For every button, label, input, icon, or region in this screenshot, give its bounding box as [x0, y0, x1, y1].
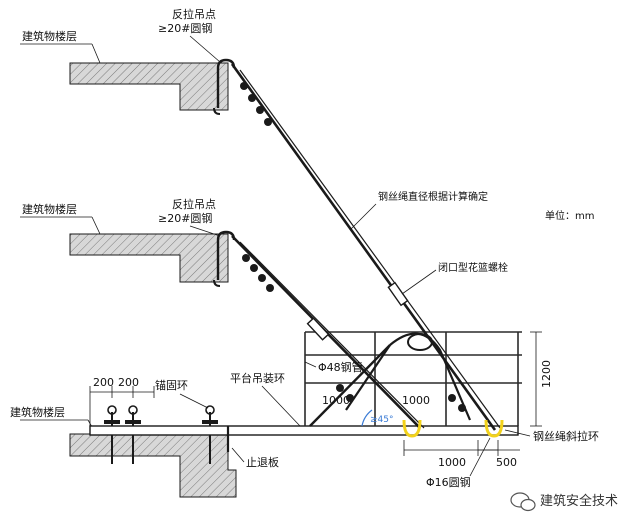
- angle-marker: [361, 409, 373, 427]
- label-wire-rope-diameter: 钢丝绳直径根据计算确定: [378, 190, 488, 203]
- dimension-1200: [530, 331, 542, 427]
- label-stop-plate: 止退板: [246, 455, 279, 469]
- anchor-bolts: [104, 405, 218, 464]
- label-anchor-steel-2: ≥20#圆钢: [158, 212, 212, 225]
- watermark-text: 建筑安全技术: [540, 493, 618, 509]
- platform-railing: [304, 331, 522, 426]
- label-angle: ≥45°: [370, 415, 394, 425]
- label-building-floor-3: 建筑物楼层: [10, 405, 65, 419]
- label-round-steel: Φ16圆钢: [426, 476, 471, 489]
- label-anchor-point-1: 反拉吊点: [172, 7, 216, 21]
- label-wire-pull-ring: 钢丝绳斜拉环: [533, 429, 599, 443]
- label-anchor-steel-1: ≥20#圆钢: [158, 22, 212, 35]
- platform-lifting-ring: [345, 332, 472, 421]
- label-dim-200a: 200: [93, 376, 114, 389]
- floor-slab-middle: [20, 216, 229, 283]
- label-dim-1000-b: 1000: [402, 394, 430, 407]
- label-dim-1000-bottom: 1000: [438, 456, 466, 469]
- wire-rope-lower: [231, 235, 466, 429]
- wire-rope-bottom-diagonal: [309, 344, 391, 427]
- label-anchor-ring: 锚固环: [155, 378, 188, 392]
- label-dim-1200: 1200: [540, 360, 553, 388]
- shackle-icon-right: [484, 419, 504, 438]
- label-dim-500: 500: [496, 456, 517, 469]
- label-lifting-ring: 平台吊装环: [230, 371, 285, 385]
- label-building-floor-1: 建筑物楼层: [22, 29, 77, 43]
- wechat-icon: [510, 492, 536, 512]
- label-building-floor-2: 建筑物楼层: [22, 202, 77, 216]
- label-turnbuckle: 闭口型花篮螺栓: [438, 261, 508, 274]
- shackle-icon-left: [402, 419, 422, 438]
- floor-slab-top: [20, 43, 229, 111]
- wire-rope-upper: [230, 63, 501, 431]
- label-dim-200b: 200: [118, 376, 139, 389]
- dimension-bottom: [403, 440, 520, 456]
- dimension-200-200: [89, 386, 155, 432]
- label-anchor-point-2: 反拉吊点: [172, 197, 216, 211]
- label-unit: 单位：mm: [545, 209, 594, 222]
- label-steel-pipe: Φ48钢管: [318, 360, 363, 374]
- platform-deck: [89, 425, 519, 452]
